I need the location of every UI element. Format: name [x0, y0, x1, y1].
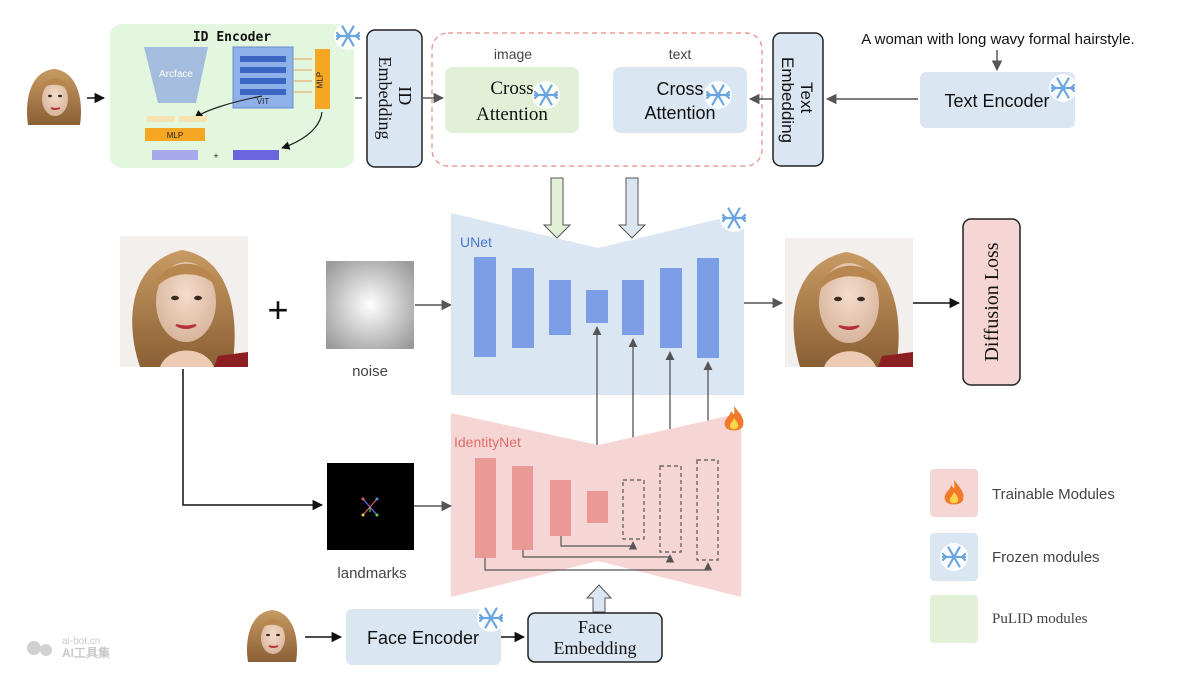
arcface-block	[144, 47, 208, 103]
unet-module: UNet	[451, 202, 750, 395]
landmarks-label: landmarks	[337, 565, 406, 582]
face-embedding-line1: Face	[578, 617, 612, 637]
identitynet-flame-icon	[724, 406, 744, 431]
identitynet-layer-1	[475, 458, 496, 558]
prompt-text: A woman with long wavy formal hairstyle.	[861, 31, 1134, 48]
text-cross-attn-snowflake-icon	[702, 79, 734, 111]
face-embedding-to-identitynet-arrow	[585, 584, 613, 613]
identitynet-dashed-layer-1	[622, 479, 645, 540]
identitynet-layer-2	[512, 466, 533, 550]
face-encoder-snowflake-icon	[475, 602, 507, 634]
face-encoder-block: Face Encoder	[346, 602, 507, 665]
id-embedding-line2: Embedding	[375, 57, 395, 140]
image-cross-attention-block: Cross Attention	[445, 67, 579, 133]
text-embedding-line2: Embedding	[778, 57, 797, 143]
mlp-horizontal-label: MLP	[167, 131, 183, 140]
svg-text:Text Embedding: Text Embedding	[778, 57, 816, 143]
cross-attn-text-header: text	[669, 46, 692, 62]
legend-snowflake-icon	[938, 541, 970, 573]
unet-layer-2	[512, 268, 534, 348]
legend-item-trainable: Trainable Modules	[930, 469, 1115, 517]
face-encoder-label: Face Encoder	[367, 628, 479, 648]
text-cross-attn-line1: Cross	[656, 79, 703, 99]
cross-attn-image-header: image	[494, 46, 532, 62]
noise-label: noise	[352, 363, 388, 380]
watermark-line1: ai-bot.cn	[62, 636, 100, 647]
identitynet-label: IdentityNet	[454, 434, 521, 450]
id-embedding-line1: ID	[395, 86, 415, 105]
text-cross-attn-line2: Attention	[644, 103, 715, 123]
id-encoder-snowflake-icon	[332, 20, 364, 52]
image-cross-attn-line1: Cross	[490, 78, 533, 99]
id-token-plus: +	[213, 151, 218, 161]
unet-layer-3	[549, 280, 571, 335]
face-to-landmarks-arrow	[182, 369, 324, 511]
identitynet-dashed-layers	[622, 459, 719, 561]
legend-item-frozen: Frozen modules	[930, 533, 1100, 581]
input-face-photo-top	[27, 69, 81, 125]
unet-layer-7	[697, 258, 719, 358]
legend-frozen-label: Frozen modules	[992, 549, 1100, 566]
image-attn-to-unet-arrow	[542, 177, 572, 239]
watermark-line2: AI工具集	[62, 645, 111, 660]
identitynet-dashed-layer-2	[659, 465, 682, 553]
identitynet-module: IdentityNet	[451, 406, 744, 597]
output-face-photo	[785, 238, 913, 367]
legend-item-pulid: PuLID modules	[930, 595, 1088, 643]
id-token-right	[233, 150, 279, 160]
landmarks-image	[327, 463, 414, 550]
image-cross-attn-line2: Attention	[476, 104, 548, 125]
unet-snowflake-icon	[718, 202, 750, 234]
unet-layers	[474, 257, 719, 358]
text-encoder-block: Text Encoder	[920, 72, 1079, 128]
identitynet-layer-4	[587, 491, 608, 523]
unet-layer-4	[586, 290, 608, 323]
legend-trainable-label: Trainable Modules	[992, 486, 1115, 503]
id-token-left	[152, 150, 198, 160]
text-encoder-label: Text Encoder	[944, 91, 1049, 111]
plus-sign: +	[267, 289, 288, 330]
input-face-photo-bottom	[247, 610, 297, 662]
mlp-vertical-block	[315, 49, 330, 109]
diffusion-loss-label: Diffusion Loss	[981, 242, 1003, 361]
face-embedding-line2: Embedding	[554, 638, 637, 658]
text-cross-attention-block: Cross Attention	[613, 67, 747, 133]
noise-image	[326, 261, 414, 349]
identitynet-layer-3	[550, 480, 571, 536]
identitynet-dashed-layer-3	[696, 459, 719, 561]
id-embedding-block: ID Embedding	[366, 29, 423, 168]
svg-text:ID Embedding: ID Embedding	[375, 57, 415, 140]
text-embedding-line1: Text	[797, 82, 816, 113]
unet-layer-6	[660, 268, 682, 348]
legend: Trainable Modules Frozen modules PuLID m…	[930, 469, 1115, 643]
training-face-photo	[120, 236, 248, 367]
watermark: ai-bot.cn AI工具集	[27, 636, 111, 660]
legend-pulid-label: PuLID modules	[992, 611, 1088, 627]
unet-layer-5	[622, 280, 644, 335]
unet-layer-1	[474, 257, 496, 357]
arcface-label: Arcface	[159, 69, 193, 80]
text-embedding-block: Text Embedding	[772, 32, 824, 167]
diffusion-loss-block: Diffusion Loss	[962, 218, 1021, 386]
mlp-vertical-label: MLP	[316, 72, 325, 88]
text-encoder-snowflake-icon	[1047, 72, 1079, 104]
id-encoder-title: ID Encoder	[193, 30, 271, 45]
image-cross-attn-snowflake-icon	[530, 79, 562, 111]
identitynet-layers	[475, 458, 608, 558]
text-attn-to-unet-arrow	[617, 177, 647, 239]
unet-label: UNet	[460, 234, 492, 250]
mlp-horizontal-block	[145, 128, 205, 141]
vit-label: VIT	[257, 97, 270, 106]
face-embedding-block: Face Embedding	[527, 612, 663, 663]
id-encoder-module: ID Encoder Arcface VIT MLP MLP +	[110, 20, 364, 168]
